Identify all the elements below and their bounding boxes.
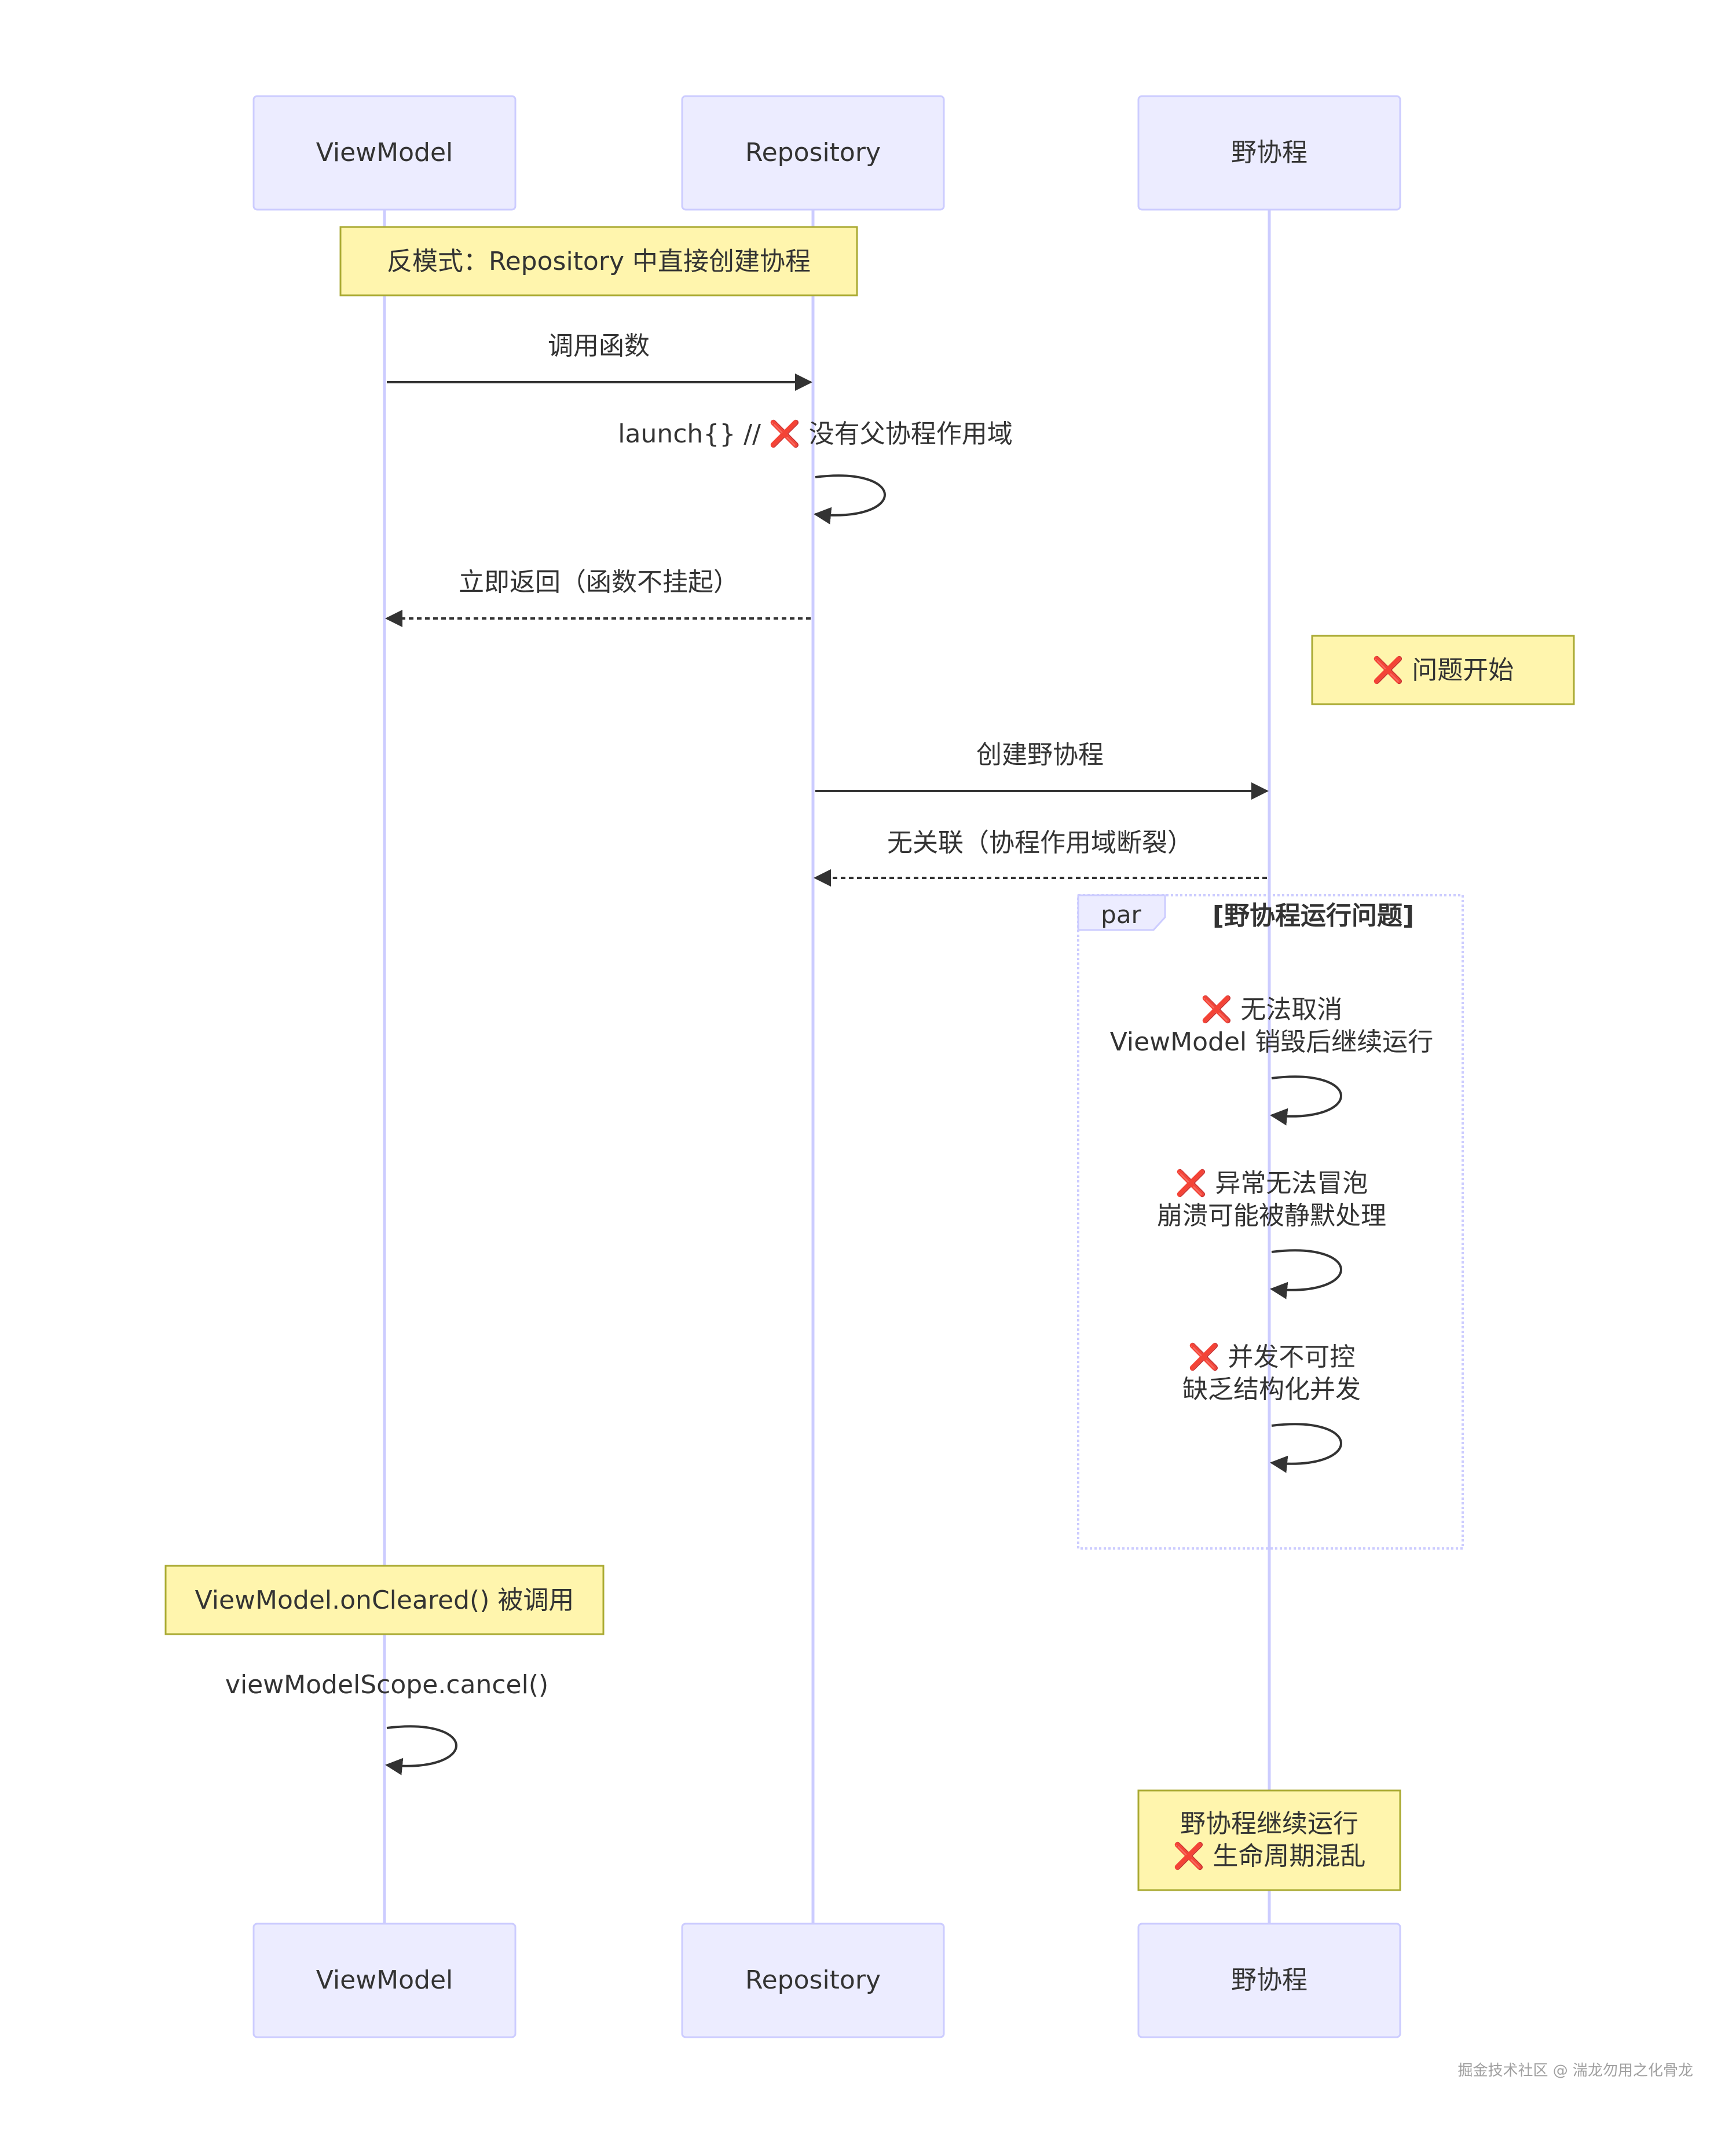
- actor-label: ViewModel: [316, 1965, 453, 1995]
- par-block: par [野协程运行问题]: [1077, 894, 1464, 1550]
- note-text: 反模式：Repository 中直接创建协程: [387, 247, 811, 276]
- actor-viewmodel-bottom: ViewModel: [252, 1923, 517, 2038]
- message-label: 无关联（协程作用域断裂）: [887, 828, 1193, 858]
- message-exception-no-bubble: ❌ 异常无法冒泡 崩溃可能被静默处理: [1157, 1169, 1386, 1299]
- message-create-wild: 创建野协程: [815, 740, 1269, 800]
- message-label-line1: ❌ 并发不可控: [1188, 1342, 1356, 1372]
- par-keyword: par: [1101, 900, 1141, 929]
- message-label-line2: ViewModel 销毁后继续运行: [1110, 1027, 1434, 1057]
- message-label: viewModelScope.cancel(): [225, 1670, 548, 1700]
- note-text: ViewModel.onCleared() 被调用: [195, 1586, 574, 1615]
- actor-wild-coroutine-top: 野协程: [1137, 95, 1401, 211]
- par-condition: [野协程运行问题]: [1213, 901, 1414, 931]
- watermark: 掘金技术社区 @ 湍龙勿用之化骨龙: [1457, 2062, 1693, 2079]
- message-unrelated: 无关联（协程作用域断裂）: [814, 828, 1267, 887]
- message-label-line2: 崩溃可能被静默处理: [1157, 1201, 1386, 1231]
- note-problem-start: ❌ 问题开始: [1311, 635, 1575, 705]
- message-label-line1: ❌ 异常无法冒泡: [1175, 1169, 1368, 1198]
- message-concurrency: ❌ 并发不可控 缺乏结构化并发: [1182, 1342, 1361, 1473]
- message-label: 调用函数: [548, 331, 650, 361]
- note-text-line2: ❌ 生命周期混乱: [1173, 1841, 1366, 1871]
- actor-label: Repository: [745, 1965, 881, 1995]
- note-on-cleared: ViewModel.onCleared() 被调用: [164, 1565, 605, 1635]
- note-text: ❌ 问题开始: [1372, 656, 1514, 685]
- actor-label: ViewModel: [316, 138, 453, 167]
- actor-label: Repository: [745, 138, 881, 167]
- message-label: launch{} // ❌ 没有父协程作用域: [618, 419, 1012, 449]
- message-launch-self: launch{} // ❌ 没有父协程作用域: [618, 419, 1013, 525]
- message-cannot-cancel: ❌ 无法取消 ViewModel 销毁后继续运行: [1110, 995, 1434, 1126]
- message-label: 立即返回（函数不挂起）: [459, 567, 739, 597]
- message-call-function: 调用函数: [387, 331, 812, 391]
- actor-viewmodel-top: ViewModel: [252, 95, 517, 211]
- actor-label: 野协程: [1231, 138, 1308, 167]
- message-label-line1: ❌ 无法取消: [1201, 995, 1343, 1024]
- note-keeps-running: 野协程继续运行 ❌ 生命周期混乱: [1137, 1789, 1401, 1891]
- actor-repository-top: Repository: [681, 95, 945, 211]
- note-text-line1: 野协程继续运行: [1180, 1809, 1358, 1839]
- message-label: 创建野协程: [976, 740, 1104, 770]
- note-anti-pattern: 反模式：Repository 中直接创建协程: [339, 226, 858, 296]
- message-return-immediately: 立即返回（函数不挂起）: [385, 567, 811, 627]
- actor-label: 野协程: [1231, 1965, 1308, 1995]
- actor-wild-coroutine-bottom: 野协程: [1137, 1923, 1401, 2038]
- actor-repository-bottom: Repository: [681, 1923, 945, 2038]
- message-scope-cancel: viewModelScope.cancel(): [225, 1670, 548, 1775]
- message-label-line2: 缺乏结构化并发: [1182, 1375, 1361, 1404]
